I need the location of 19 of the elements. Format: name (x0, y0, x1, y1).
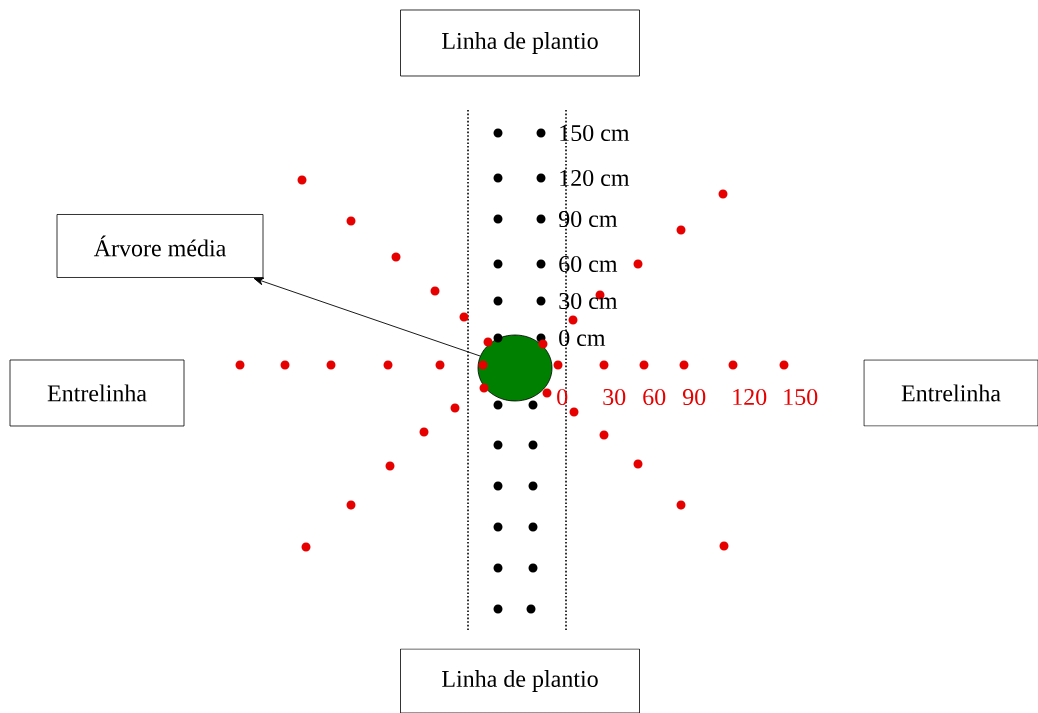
distance-label: 0 cm (559, 329, 606, 347)
distance-label: 30 (603, 388, 626, 406)
label-box: Entrelinha (863, 359, 1038, 427)
label-box: Entrelinha (9, 359, 185, 427)
distance-label: 90 (683, 388, 706, 406)
arrow (253, 277, 481, 357)
distance-label: 150 (784, 388, 818, 406)
label-box: Linha de plantio (400, 648, 640, 713)
tree-circle (477, 334, 553, 402)
label-box: Árvore média (56, 214, 264, 278)
distance-label: 60 (643, 388, 666, 406)
distance-label: 120 cm (560, 169, 630, 187)
distance-label: 0 (557, 388, 568, 406)
distance-label: 30 cm (559, 292, 618, 310)
distance-label: 150 cm (560, 124, 630, 142)
label-box: Linha de plantio (400, 9, 640, 77)
distance-label: 90 cm (559, 210, 618, 228)
distance-label: 120 (733, 388, 767, 406)
distance-label: 60 cm (559, 255, 618, 273)
